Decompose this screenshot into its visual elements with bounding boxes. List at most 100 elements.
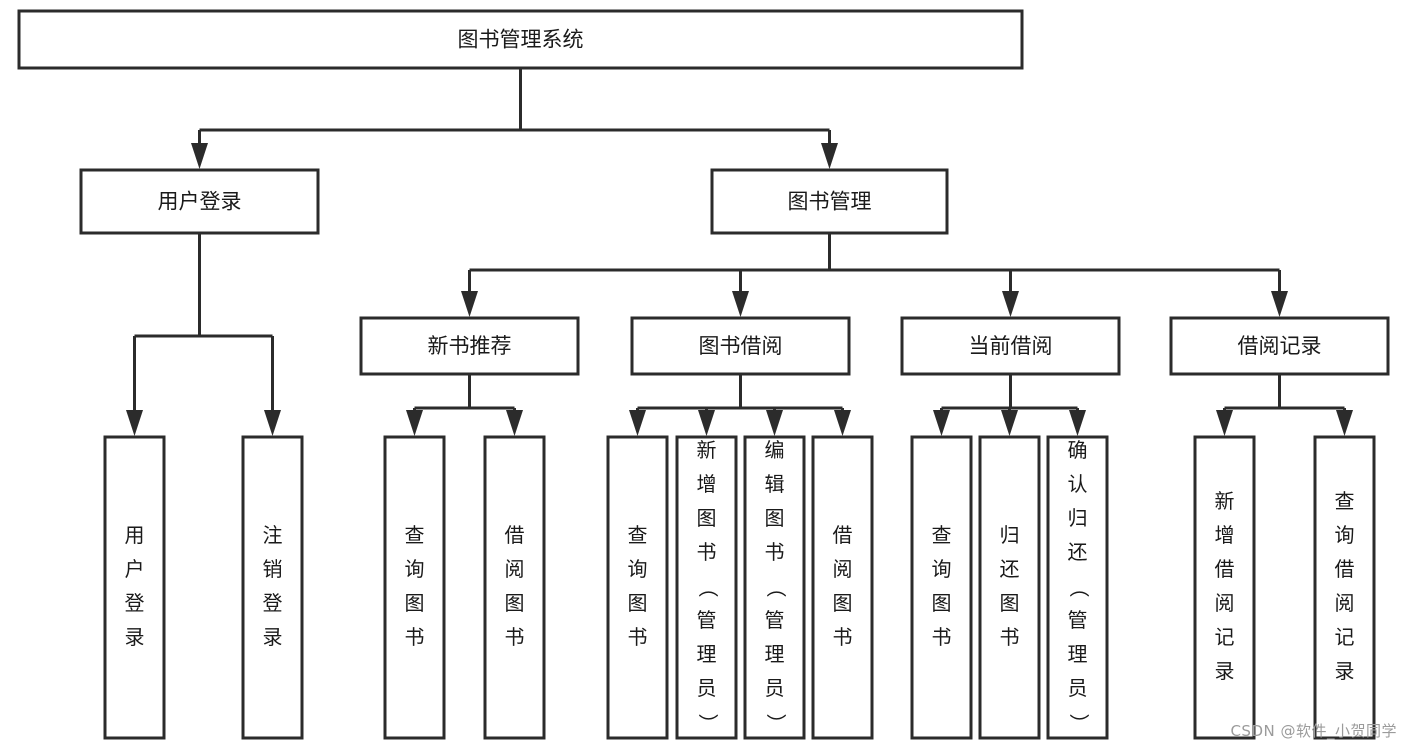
- svg-text:认: 认: [1068, 472, 1088, 496]
- svg-text:用: 用: [125, 523, 145, 547]
- svg-text:图: 图: [505, 591, 525, 615]
- node-label: 新书推荐: [428, 334, 512, 358]
- svg-text:增: 增: [697, 472, 717, 496]
- node-box: [811, 435, 874, 740]
- svg-text:录: 录: [1335, 659, 1355, 683]
- svg-text:询: 询: [628, 557, 648, 581]
- svg-text:登: 登: [125, 591, 145, 615]
- node-box: [1193, 435, 1256, 740]
- arrow-head-icon: [1069, 410, 1086, 436]
- connector-c-records-to-leaves: [1216, 374, 1353, 436]
- svg-text:理: 理: [765, 642, 785, 666]
- connector-c-current-to-leaves: [933, 374, 1086, 436]
- node-bookmgmt[interactable]: 图书管理: [710, 168, 949, 235]
- svg-text:借: 借: [1335, 557, 1355, 581]
- svg-text:理: 理: [1068, 642, 1088, 666]
- svg-text:编: 编: [765, 438, 785, 462]
- node-box: [359, 316, 580, 376]
- svg-text:录: 录: [1215, 659, 1235, 683]
- svg-text:查: 查: [628, 523, 648, 547]
- node-borrow[interactable]: 图书借阅: [630, 316, 851, 376]
- node-box: [910, 435, 973, 740]
- svg-text:书: 书: [765, 540, 785, 564]
- node-current[interactable]: 当前借阅: [900, 316, 1121, 376]
- node-root[interactable]: 图书管理系统: [17, 9, 1024, 70]
- svg-text:户: 户: [125, 557, 145, 581]
- node-box: [675, 435, 738, 740]
- node-box: [606, 435, 669, 740]
- svg-text:辑: 辑: [765, 472, 785, 496]
- svg-text:员: 员: [697, 676, 717, 700]
- node-box: [103, 435, 166, 740]
- node-box: [630, 316, 851, 376]
- svg-text:图: 图: [628, 591, 648, 615]
- svg-text:录: 录: [263, 625, 283, 649]
- svg-text:图: 图: [697, 506, 717, 530]
- svg-text:理: 理: [697, 642, 717, 666]
- svg-text:注: 注: [263, 523, 283, 547]
- svg-text:询: 询: [932, 557, 952, 581]
- arrow-head-icon: [629, 410, 646, 436]
- svg-text:阅: 阅: [1335, 591, 1355, 615]
- svg-text:书: 书: [628, 625, 648, 649]
- node-login[interactable]: 用户登录: [79, 168, 320, 235]
- svg-text:还: 还: [1068, 540, 1088, 564]
- connector-c-root-to-level1: [191, 68, 838, 169]
- node-newbook[interactable]: 新书推荐: [359, 316, 580, 376]
- svg-text:图: 图: [1000, 591, 1020, 615]
- node-box: [241, 435, 304, 740]
- svg-text:）: ）: [696, 714, 720, 734]
- svg-text:阅: 阅: [1215, 591, 1235, 615]
- svg-text:员: 员: [1068, 676, 1088, 700]
- svg-text:借: 借: [1215, 557, 1235, 581]
- svg-text:新: 新: [697, 438, 717, 462]
- node-label: 图书管理系统: [458, 28, 584, 52]
- svg-text:还: 还: [1000, 557, 1020, 581]
- connector-c-bookmgmt-to-level2: [461, 233, 1288, 317]
- svg-text:）: ）: [764, 714, 788, 734]
- svg-text:销: 销: [263, 557, 283, 581]
- svg-text:图: 图: [932, 591, 952, 615]
- svg-text:书: 书: [405, 625, 425, 649]
- arrow-head-icon: [732, 291, 749, 317]
- svg-text:管: 管: [765, 608, 785, 632]
- arrow-head-icon: [506, 410, 523, 436]
- arrow-head-icon: [933, 410, 950, 436]
- node-box: [978, 435, 1041, 740]
- svg-text:图: 图: [833, 591, 853, 615]
- node-label: 借阅记录: [1238, 334, 1322, 358]
- svg-text:记: 记: [1215, 625, 1235, 649]
- arrow-head-icon: [191, 143, 208, 169]
- svg-text:管: 管: [697, 608, 717, 632]
- node-box: [710, 168, 949, 235]
- svg-text:图: 图: [405, 591, 425, 615]
- svg-text:员: 员: [765, 676, 785, 700]
- arrow-head-icon: [1216, 410, 1233, 436]
- svg-text:新: 新: [1215, 489, 1235, 513]
- node-leaf-user-login[interactable]: 用户登录: [103, 435, 166, 740]
- node-records[interactable]: 借阅记录: [1169, 316, 1390, 376]
- svg-text:（: （: [696, 578, 720, 598]
- node-box: [79, 168, 320, 235]
- svg-text:记: 记: [1335, 625, 1355, 649]
- svg-text:书: 书: [833, 625, 853, 649]
- arrow-head-icon: [821, 143, 838, 169]
